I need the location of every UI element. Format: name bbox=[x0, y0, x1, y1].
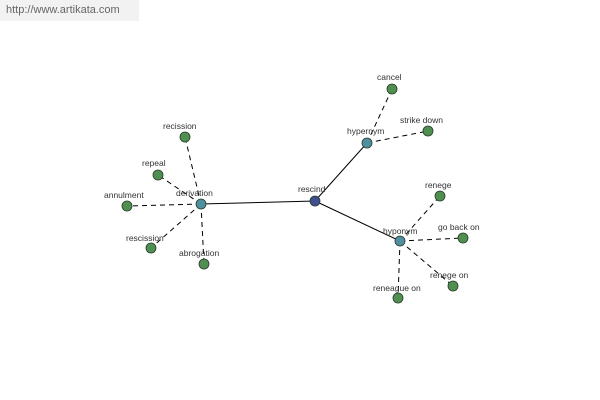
leaf-node-go-back-on[interactable] bbox=[457, 232, 469, 244]
labels-layer: recission repeal annulment rescission abroga… bbox=[104, 72, 480, 293]
leaf-node-recission[interactable] bbox=[179, 131, 191, 143]
edge-rescind-hyponym bbox=[314, 200, 401, 242]
edge-hyponym-go-back-on bbox=[399, 237, 464, 242]
leaf-label-annulment[interactable]: annulment bbox=[104, 190, 144, 200]
leaf-node-annulment[interactable] bbox=[121, 200, 133, 212]
leaf-label-repeal[interactable]: repeal bbox=[142, 158, 166, 168]
edge-derivation-rescission bbox=[150, 203, 202, 249]
leaf-label-reneague-on[interactable]: reneague on bbox=[373, 283, 421, 293]
edge-hypernym-strike-down bbox=[366, 130, 429, 144]
edge-derivation-recission bbox=[184, 136, 202, 205]
leaf-label-go-back-on[interactable]: go back on bbox=[438, 222, 480, 232]
leaf-label-abrogation[interactable]: abrogation bbox=[179, 248, 219, 258]
relation-label-hypernym[interactable]: hypernym bbox=[347, 126, 384, 136]
edge-hypernym-cancel bbox=[366, 88, 393, 144]
nodes-layer bbox=[121, 83, 469, 304]
leaf-label-renege-on[interactable]: renege on bbox=[430, 270, 469, 280]
leaf-label-renege[interactable]: renege bbox=[425, 180, 452, 190]
leaf-node-reneague-on[interactable] bbox=[392, 292, 404, 304]
source-url[interactable]: http://www.artikata.com bbox=[0, 0, 139, 21]
edges-layer bbox=[126, 88, 464, 299]
leaf-node-strike-down[interactable] bbox=[422, 125, 434, 137]
leaf-label-rescission[interactable]: rescission bbox=[126, 233, 164, 243]
leaf-node-abrogation[interactable] bbox=[198, 258, 210, 270]
relation-node-hyponym[interactable] bbox=[394, 235, 406, 247]
edge-hyponym-renege bbox=[399, 195, 441, 242]
center-node-rescind[interactable] bbox=[309, 195, 321, 207]
relation-label-hyponym[interactable]: hyponym bbox=[383, 226, 418, 236]
edge-rescind-derivation bbox=[200, 200, 316, 205]
leaf-node-renege-on[interactable] bbox=[447, 280, 459, 292]
edge-derivation-abrogation bbox=[200, 203, 205, 265]
edge-rescind-hypernym bbox=[314, 142, 368, 202]
edge-derivation-annulment bbox=[126, 203, 202, 207]
leaf-node-renege[interactable] bbox=[434, 190, 446, 202]
center-label-rescind[interactable]: rescind bbox=[298, 184, 326, 194]
leaf-label-cancel[interactable]: cancel bbox=[377, 72, 402, 82]
leaf-node-rescission[interactable] bbox=[145, 242, 157, 254]
leaf-label-recission[interactable]: recission bbox=[163, 121, 197, 131]
edge-hyponym-renege-on bbox=[399, 240, 454, 287]
leaf-node-repeal[interactable] bbox=[152, 169, 164, 181]
edge-hyponym-reneague-on bbox=[397, 240, 401, 299]
leaf-label-strike-down[interactable]: strike down bbox=[400, 115, 443, 125]
leaf-node-cancel[interactable] bbox=[386, 83, 398, 95]
relation-node-hypernym[interactable] bbox=[361, 137, 373, 149]
relation-node-derivation[interactable] bbox=[195, 198, 207, 210]
relation-label-derivation[interactable]: derivation bbox=[176, 188, 213, 198]
